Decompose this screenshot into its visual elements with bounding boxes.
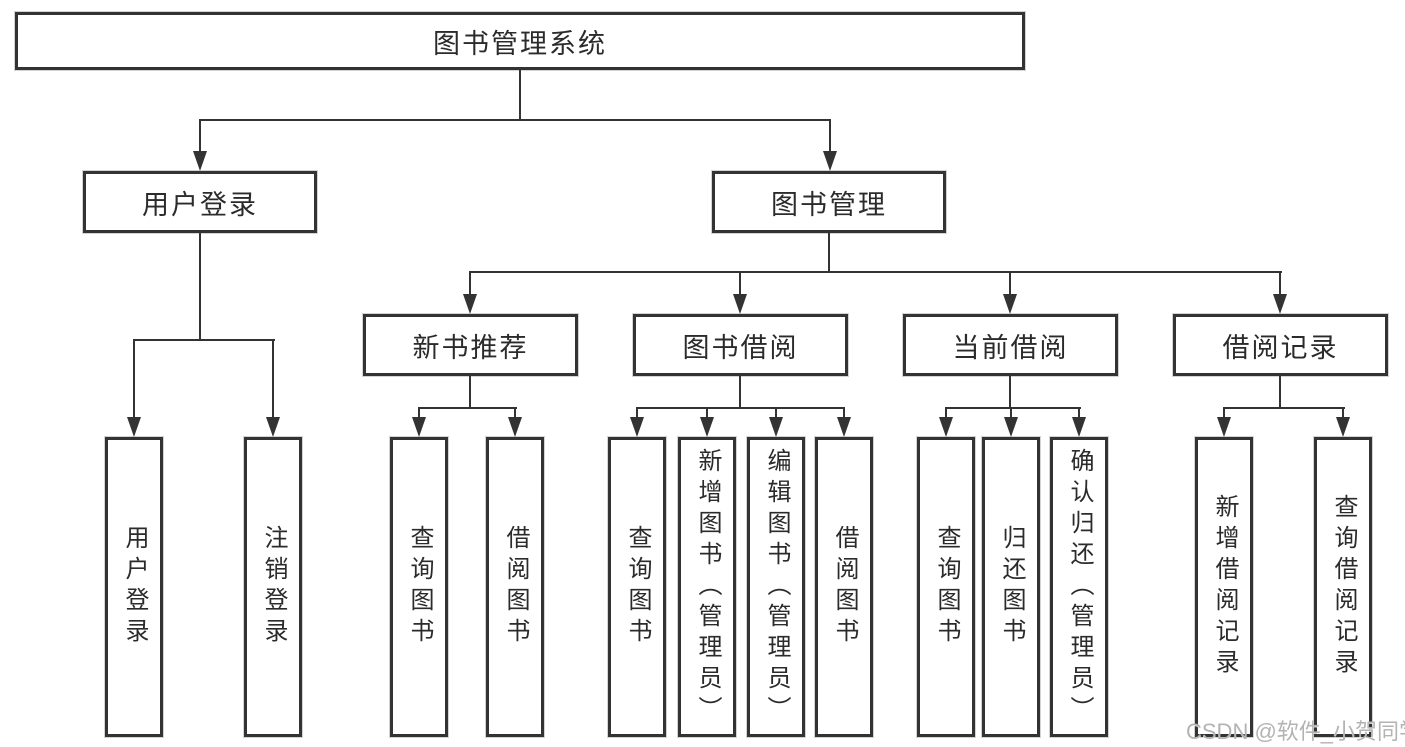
leaf-bw-edit-books-admin-label: 编辑图书（管理员） (763, 447, 790, 727)
leaf-nb-borrow-books: 借阅图书 (486, 437, 544, 737)
arrow-shaft-bw-edit (775, 407, 777, 419)
leaf-cur-return-books: 归还图书 (982, 437, 1040, 737)
node-root-label: 图书管理系统 (433, 28, 607, 59)
arrow-shaft-cur-confirm (1078, 407, 1080, 419)
node-user-login-label: 用户登录 (142, 189, 258, 220)
arrow-head-leaf-login (127, 417, 141, 437)
connector-user-login-stem (199, 233, 201, 341)
arrow-shaft-bw-query (636, 407, 638, 419)
leaf-bw-edit-books-admin: 编辑图书（管理员） (747, 437, 805, 737)
node-borrow-records: 借阅记录 (1173, 314, 1388, 376)
connector-current-borrow-bar (945, 407, 1081, 409)
arrow-head-borrow-records (1273, 294, 1287, 314)
arrow-head-cur-return (1004, 417, 1018, 437)
connector-current-borrow-stem (1009, 376, 1011, 409)
node-book-manage-label: 图书管理 (771, 189, 887, 220)
arrow-shaft-book-manage (829, 119, 831, 153)
connector-book-borrow-bar (636, 407, 845, 409)
arrow-head-cur-query (939, 417, 953, 437)
leaf-nb-borrow-books-label: 借阅图书 (502, 525, 529, 649)
connector-book-manage-bar (469, 271, 1282, 273)
csdn-watermark: CSDN @软件_小贺同学 (1186, 719, 1405, 744)
arrow-shaft-new-books (469, 271, 471, 296)
leaf-cur-return-books-label: 归还图书 (998, 525, 1025, 649)
node-root: 图书管理系统 (15, 12, 1025, 70)
arrow-head-user-login (193, 151, 207, 171)
node-new-books-label: 新书推荐 (412, 332, 529, 363)
arrow-shaft-cur-return (1010, 407, 1012, 419)
arrow-shaft-bw-borrow (843, 407, 845, 419)
leaf-logout: 注销登录 (244, 437, 302, 737)
arrow-head-bw-borrow (837, 417, 851, 437)
connector-root-stem (519, 70, 521, 120)
arrow-shaft-nb-query (418, 407, 420, 419)
arrow-head-leaf-logout (266, 417, 280, 437)
node-new-books: 新书推荐 (363, 314, 578, 376)
leaf-cur-confirm-return-admin: 确认归还（管理员） (1050, 437, 1108, 737)
arrow-head-new-books (463, 294, 477, 314)
arrow-shaft-nb-borrow (514, 407, 516, 419)
node-book-manage: 图书管理 (712, 171, 946, 233)
arrow-head-bw-query (630, 417, 644, 437)
arrow-shaft-cur-query (945, 407, 947, 419)
connector-level1-bar (199, 119, 831, 121)
arrow-shaft-rec-add (1223, 407, 1225, 419)
node-user-login: 用户登录 (83, 171, 317, 233)
leaf-logout-label: 注销登录 (260, 525, 287, 649)
arrow-head-bw-add (700, 417, 714, 437)
arrow-head-book-borrow (733, 294, 747, 314)
arrow-shaft-bw-add (706, 407, 708, 419)
connector-borrow-records-stem (1279, 376, 1281, 409)
node-borrow-records-label: 借阅记录 (1222, 332, 1339, 363)
node-book-borrow-label: 图书借阅 (682, 332, 799, 363)
arrow-head-current-borrow (1003, 294, 1017, 314)
leaf-nb-query-books: 查询图书 (390, 437, 448, 737)
arrow-head-nb-query (412, 417, 426, 437)
arrow-head-rec-add (1217, 417, 1231, 437)
connector-new-books-bar (418, 407, 517, 409)
arrow-head-cur-confirm (1072, 417, 1086, 437)
arrow-head-book-manage (823, 151, 837, 171)
leaf-rec-add-record: 新增借阅记录 (1195, 437, 1253, 737)
node-current-borrow: 当前借阅 (903, 314, 1118, 376)
leaf-nb-query-books-label: 查询图书 (406, 525, 433, 649)
leaf-cur-query-books: 查询图书 (917, 437, 975, 737)
connector-book-manage-stem (828, 233, 830, 273)
arrow-shaft-leaf-logout (272, 339, 274, 419)
leaf-bw-add-books-admin: 新增图书（管理员） (678, 437, 736, 737)
connector-new-books-stem (469, 376, 471, 409)
arrow-head-bw-edit (769, 417, 783, 437)
arrow-head-rec-query (1336, 417, 1350, 437)
leaf-bw-query-books: 查询图书 (608, 437, 666, 737)
arrow-head-nb-borrow (508, 417, 522, 437)
arrow-shaft-rec-query (1342, 407, 1344, 419)
arrow-shaft-user-login (199, 119, 201, 153)
connector-borrow-records-bar (1223, 407, 1345, 409)
arrow-shaft-book-borrow (739, 271, 741, 296)
node-book-borrow: 图书借阅 (633, 314, 848, 376)
arrow-shaft-borrow-records (1279, 271, 1281, 296)
leaf-bw-borrow-books-label: 借阅图书 (831, 525, 858, 649)
leaf-bw-add-books-admin-label: 新增图书（管理员） (694, 447, 721, 727)
connector-user-login-bar (133, 339, 275, 341)
leaf-user-login-label: 用户登录 (121, 525, 148, 649)
leaf-cur-confirm-return-admin-label: 确认归还（管理员） (1066, 447, 1093, 727)
leaf-rec-query-record-label: 查询借阅记录 (1330, 494, 1357, 680)
leaf-cur-query-books-label: 查询图书 (933, 525, 960, 649)
leaf-bw-borrow-books: 借阅图书 (815, 437, 873, 737)
arrow-shaft-leaf-login (133, 339, 135, 419)
arrow-shaft-current-borrow (1009, 271, 1011, 296)
leaf-user-login: 用户登录 (105, 437, 163, 737)
node-current-borrow-label: 当前借阅 (952, 332, 1069, 363)
leaf-rec-query-record: 查询借阅记录 (1314, 437, 1372, 737)
leaf-bw-query-books-label: 查询图书 (624, 525, 651, 649)
leaf-rec-add-record-label: 新增借阅记录 (1211, 494, 1238, 680)
connector-book-borrow-stem (739, 376, 741, 409)
